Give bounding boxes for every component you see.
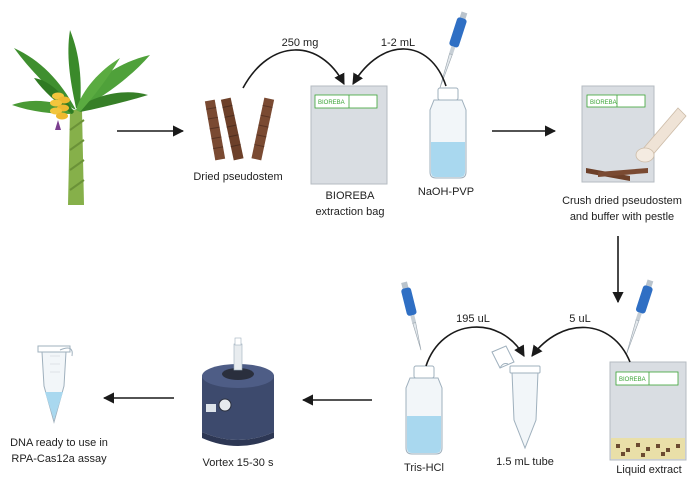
naoh-pvp-label: NaOH-PVP <box>417 186 475 198</box>
pipette-icon-2 <box>401 281 422 351</box>
bioreba-bag-label-line2: extraction bag <box>315 206 385 218</box>
pipette-icon <box>439 11 468 89</box>
banana-plant-icon <box>12 30 150 205</box>
tube-label: 1.5 mL tube <box>496 456 554 468</box>
flow-arrows <box>102 48 631 406</box>
dna-label-line1: DNA ready to use in <box>10 437 108 449</box>
banana-flower-icon <box>55 120 61 130</box>
crush-step-label-line1: Crush dried pseudostem <box>562 195 682 207</box>
liquid-extract-bag-icon: BIOREBA <box>609 361 687 461</box>
vortex-mixer-icon <box>202 337 274 446</box>
bag-brand-label: BIOREBA <box>318 100 345 106</box>
tris-hcl-bottle-icon <box>405 365 443 455</box>
arrow-bottle-to-bag <box>352 48 447 87</box>
microtube-icon <box>491 345 541 450</box>
vortex-label: Vortex 15-30 s <box>202 457 274 469</box>
pcr-tube-icon <box>37 345 73 424</box>
banana-bunch-icon <box>50 92 70 120</box>
dried-pseudostem-icon <box>204 97 275 161</box>
bag-brand-label-3: BIOREBA <box>619 377 646 383</box>
pseudostem-mass-label: 250 mg <box>281 37 319 49</box>
extract-volume-label: 5 uL <box>569 313 591 325</box>
buffer-volume-label: 1-2 mL <box>380 37 416 49</box>
crush-step-label-line2: and buffer with pestle <box>569 211 675 223</box>
arrow-extract-to-tube <box>531 326 631 363</box>
tris-volume-label: 195 uL <box>456 313 490 325</box>
arrow-pseudostem-to-bag <box>242 49 345 89</box>
dried-pseudostem-label: Dried pseudostem <box>193 171 283 183</box>
naoh-pvp-bottle-icon <box>429 87 467 179</box>
liquid-extract-label: Liquid extract <box>616 464 682 476</box>
bioreba-bag-icon: BIOREBA <box>310 85 388 185</box>
bag-brand-label-2: BIOREBA <box>590 100 617 106</box>
crush-bag-icon: BIOREBA <box>581 85 655 183</box>
bioreba-bag-label-line1: BIOREBA <box>325 190 375 202</box>
pipette-icon-3 <box>626 279 654 355</box>
pestle-icon <box>635 107 687 163</box>
arrow-tris-to-tube <box>425 326 525 367</box>
dna-label-line2: RPA-Cas12a assay <box>11 453 107 465</box>
tris-hcl-label: Tris-HCl <box>404 462 444 474</box>
